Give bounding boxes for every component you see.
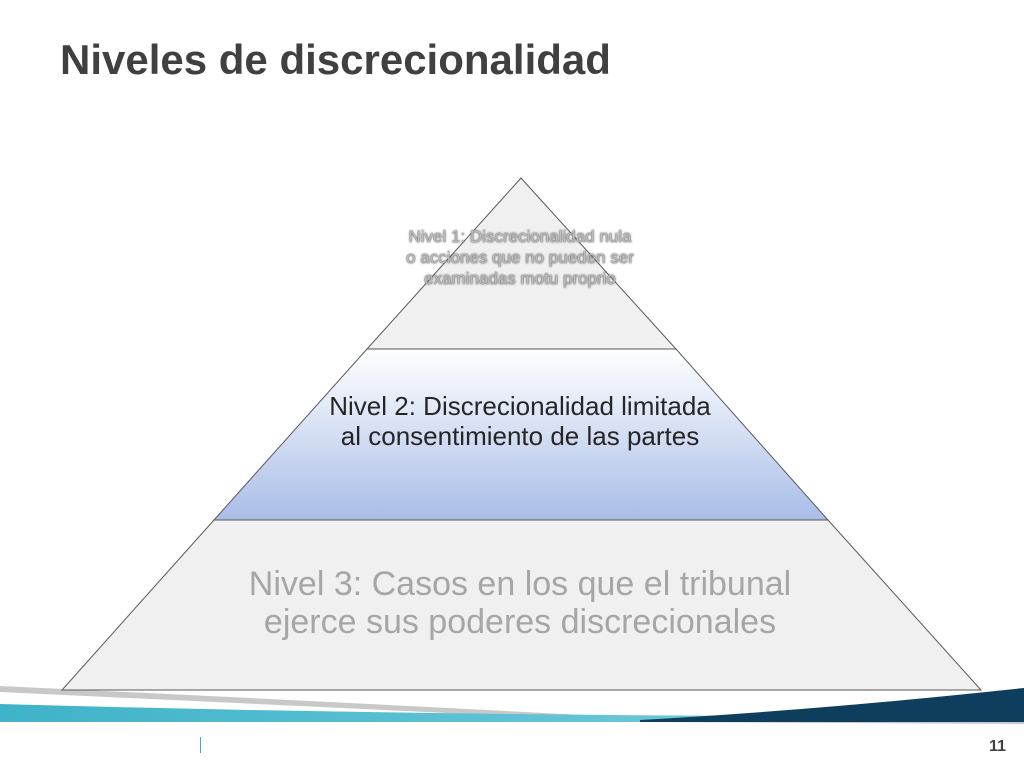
page-number: 11 [989,738,1006,755]
level-3-label: Nivel 3: Casos en los que el tribunal ej… [248,565,792,641]
slide-title: Niveles de discrecionalidad [60,36,611,83]
swoosh-navy-band [640,688,1024,722]
footer-swoosh [0,686,1024,724]
level-2-label: Nivel 2: Discrecionalidad limitada al co… [329,391,711,451]
pyramid-level-3 [60,519,983,691]
level-1-label: Nivel 1: Discrecionalidad nula o accione… [406,227,634,288]
footer-divider [200,737,201,753]
